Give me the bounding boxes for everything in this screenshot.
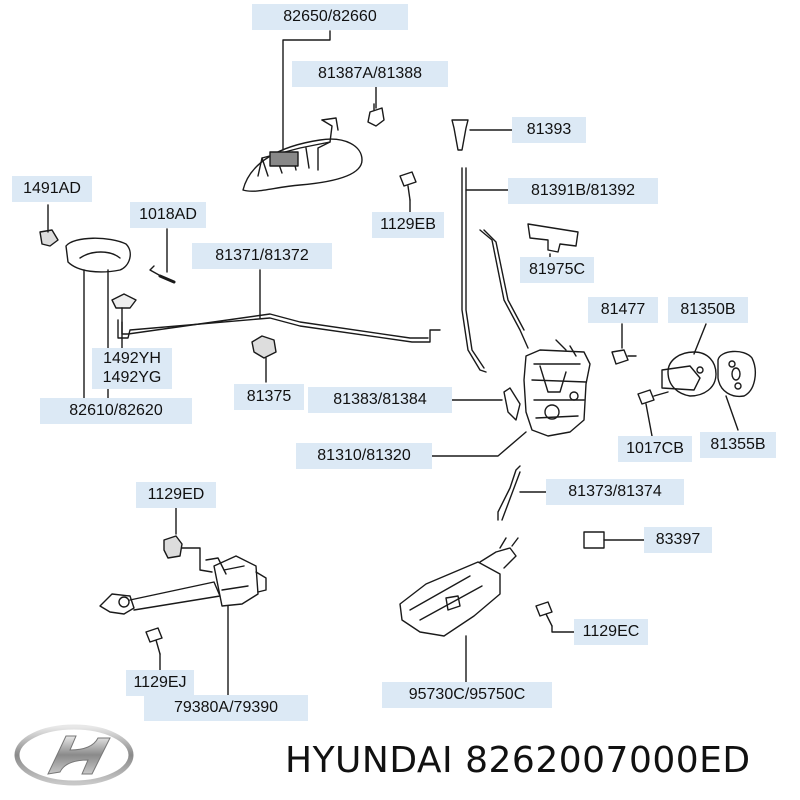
latch-assembly-part [523,339,591,437]
callout-82650: 82650/82660 [252,4,408,30]
bolt-1129eb-part [399,171,417,201]
actuator-part [399,537,519,637]
callout-83397: 83397 [644,527,712,553]
bolt-1129ej-part [145,627,163,655]
bolt-1129ec-part [535,601,553,627]
callout-1129ec: 1129EC [574,619,648,645]
callout-81393: 81393 [512,117,586,143]
clip-81387-part [367,103,385,127]
screw-1017-part [637,389,669,405]
rod-81371-part [117,313,441,343]
screw-81477-part [611,349,637,365]
shim-81355-part [717,350,756,398]
clip-81375-part [251,335,277,359]
bracket-81975-part [527,223,579,253]
callout-81371: 81371/81372 [192,243,332,269]
clip-81383-part [503,387,521,421]
striker-81350-part [661,351,717,397]
callout-81391: 81391B/81392 [508,178,658,204]
clip-1492-part [111,293,137,309]
callout-82610: 82610/82620 [40,398,192,424]
callout-81375: 81375 [234,384,304,410]
callout-79380: 79380A/79390 [144,695,308,721]
bolt-1129ed-part [163,535,183,559]
rod-81373-part [497,465,521,521]
door-check-part [99,555,267,615]
callout-81383: 81383/81384 [308,387,452,413]
rod-81391-part [461,167,529,373]
callout-81310: 81310/81320 [296,443,432,469]
callout-1017: 1017CB [618,436,692,462]
callout-1018ad: 1018AD [130,202,206,228]
callout-1492-line2: 1492YG [102,369,162,386]
callout-95730: 95730C/95750C [382,682,552,708]
inside-handle-part [39,229,176,284]
pin-81393-part [451,119,469,151]
callout-81373: 81373/81374 [546,479,684,505]
callout-1129eb: 1129EB [372,212,444,238]
callout-1129ed: 1129ED [136,482,216,508]
callout-81355: 81355B [700,432,776,458]
callout-81387: 81387A/81388 [292,61,448,87]
part-number-caption: HYUNDAI 8262007000ED [285,740,751,781]
callout-1492-line1: 1492YH [103,350,161,367]
callout-81477: 81477 [588,297,658,323]
hyundai-logo-icon [14,724,134,786]
outside-handle-part [242,117,363,192]
callout-1492: 1492YH 1492YG [92,348,172,389]
part-83397-box [583,531,605,549]
callout-81975: 81975C [520,257,594,283]
callout-81350: 81350B [668,297,748,323]
callout-1129ej: 1129EJ [126,670,194,696]
callout-1491ad: 1491AD [12,176,92,202]
